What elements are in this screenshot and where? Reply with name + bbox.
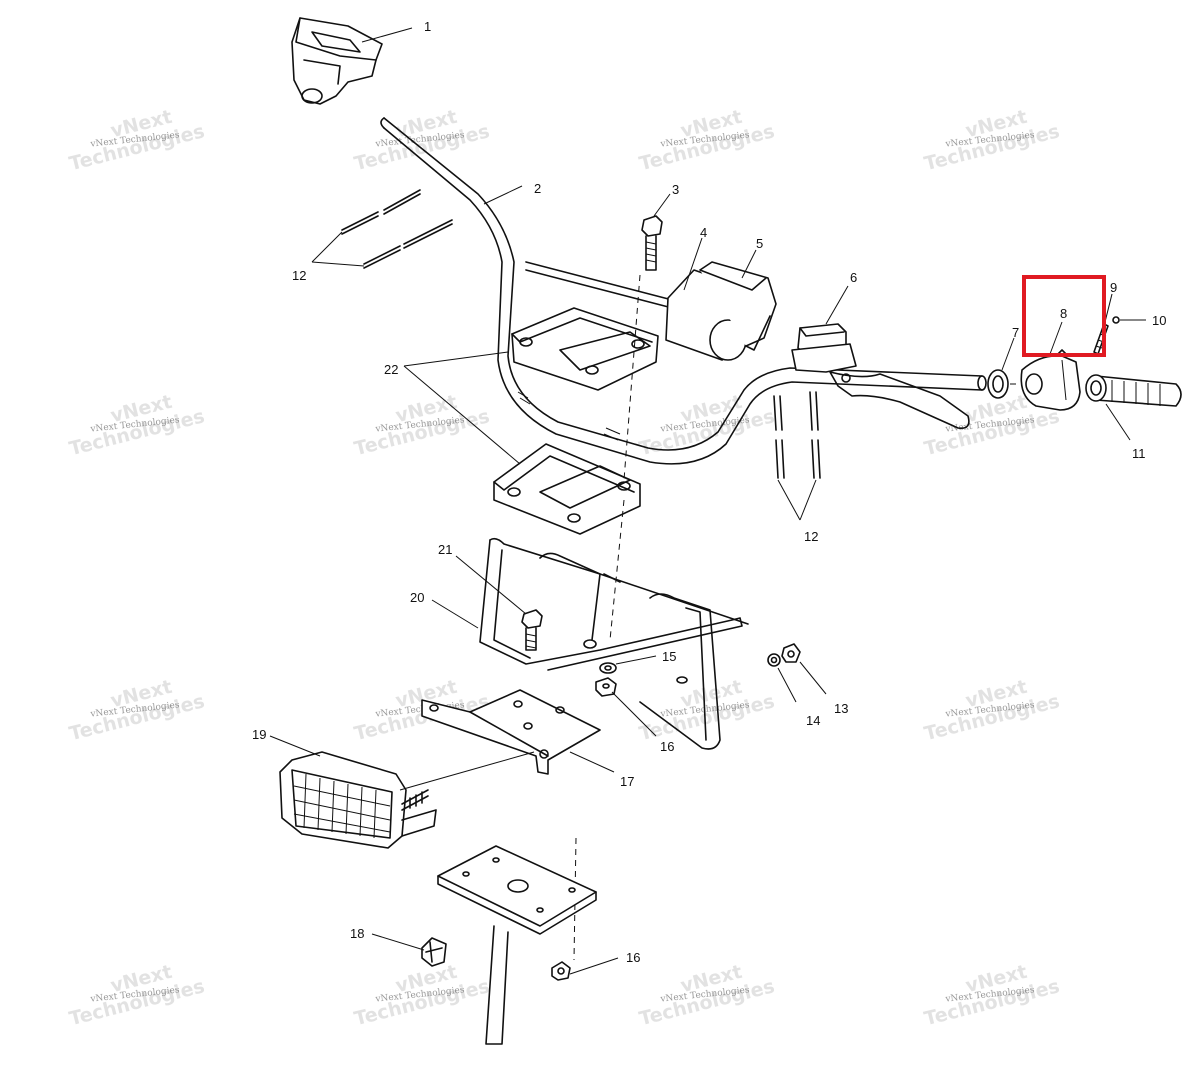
part-16-nut-lower <box>551 961 571 981</box>
callout-21: 21 <box>438 542 452 557</box>
part-13-nut <box>781 643 801 663</box>
callout-9: 9 <box>1110 280 1117 295</box>
callout-12-left: 12 <box>292 268 306 283</box>
callout-5: 5 <box>756 236 763 251</box>
part-20-rack <box>479 537 749 750</box>
callout-10: 10 <box>1152 313 1166 328</box>
part-3-bolt <box>641 215 663 271</box>
part-15-washer <box>599 662 617 674</box>
part-7-collar <box>987 369 1009 399</box>
callout-12-right: 12 <box>804 529 818 544</box>
part-22-clamps <box>493 307 659 535</box>
part-12-cable-ties <box>341 189 821 479</box>
callout-6: 6 <box>850 270 857 285</box>
part-11-grip <box>1085 374 1182 407</box>
callout-3: 3 <box>672 182 679 197</box>
callout-18: 18 <box>350 926 364 941</box>
callout-7: 7 <box>1012 325 1019 340</box>
callout-8: 8 <box>1060 306 1067 321</box>
callout-16-upper: 16 <box>660 739 674 754</box>
part-8-throttle-housing <box>1020 349 1081 411</box>
part-19-lamp <box>279 751 437 849</box>
highlight-box-part-8 <box>1022 275 1106 357</box>
callout-14: 14 <box>806 713 820 728</box>
callout-1: 1 <box>424 19 431 34</box>
part-10-set-screw <box>1112 316 1120 324</box>
alignment-lines <box>573 274 1020 961</box>
callout-17: 17 <box>620 774 634 789</box>
mount-plate <box>437 845 597 1045</box>
part-2-handlebar <box>380 117 987 465</box>
callout-2: 2 <box>534 181 541 196</box>
callout-4: 4 <box>700 225 707 240</box>
part-17-bracket <box>421 689 601 775</box>
part-21-bolt <box>521 609 543 651</box>
callout-13: 13 <box>834 701 848 716</box>
leader-lines <box>269 27 1146 975</box>
callout-labels: 1 2 3 4 5 6 7 8 9 10 11 12 12 13 14 15 1… <box>252 19 1166 965</box>
callout-11: 11 <box>1132 446 1146 461</box>
part-14-washer <box>767 653 781 667</box>
callout-15: 15 <box>662 649 676 664</box>
callout-19: 19 <box>252 727 266 742</box>
part-6-master-cylinder <box>791 323 970 430</box>
part-18-clip <box>421 937 447 967</box>
callout-20: 20 <box>410 590 424 605</box>
part-1-headlight-pod <box>291 17 383 105</box>
callout-22: 22 <box>384 362 398 377</box>
part-4-5-handlebar-pad <box>665 261 777 361</box>
callout-16-lower: 16 <box>626 950 640 965</box>
